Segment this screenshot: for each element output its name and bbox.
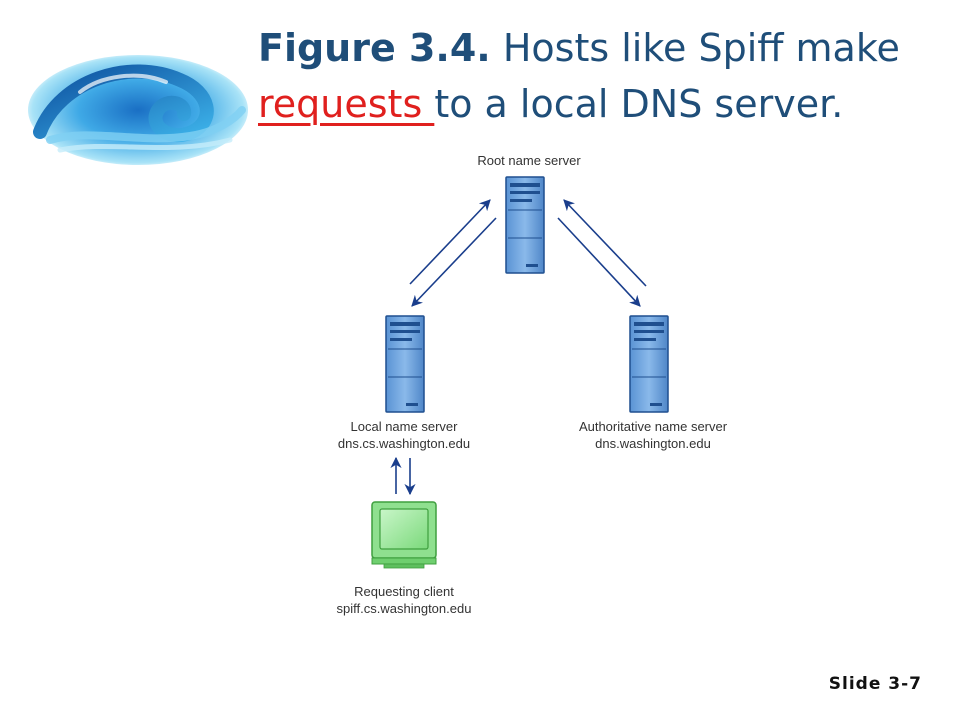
root-server-icon bbox=[505, 176, 545, 274]
local-server-hostname: dns.cs.washington.edu bbox=[338, 436, 470, 451]
arrow-root-to-local bbox=[411, 217, 497, 307]
arrow-authoritative-to-root bbox=[563, 199, 647, 287]
local-server-icon bbox=[385, 315, 425, 413]
arrow-local-to-root bbox=[409, 199, 491, 285]
title-text-part2: to a local DNS server. bbox=[434, 82, 844, 126]
slide-title: Figure 3.4. Hosts like Spiff make reques… bbox=[258, 20, 948, 132]
client-computer-icon bbox=[371, 501, 437, 569]
title-highlight: requests bbox=[258, 82, 435, 126]
title-text-part1: Hosts like Spiff make bbox=[502, 26, 900, 70]
local-server-label: Local name server bbox=[351, 419, 459, 434]
arrow-root-to-authoritative bbox=[557, 217, 641, 307]
wave-logo bbox=[28, 55, 248, 165]
slide-number: Slide 3-7 bbox=[828, 674, 922, 694]
client-hostname: spiff.cs.washington.edu bbox=[337, 601, 472, 616]
authoritative-server-hostname: dns.washington.edu bbox=[595, 436, 711, 451]
authoritative-server-icon bbox=[629, 315, 669, 413]
root-server-label: Root name server bbox=[477, 153, 581, 168]
authoritative-server-label: Authoritative name server bbox=[579, 419, 728, 434]
figure-label: Figure 3.4. bbox=[258, 26, 491, 70]
client-label: Requesting client bbox=[354, 584, 454, 599]
